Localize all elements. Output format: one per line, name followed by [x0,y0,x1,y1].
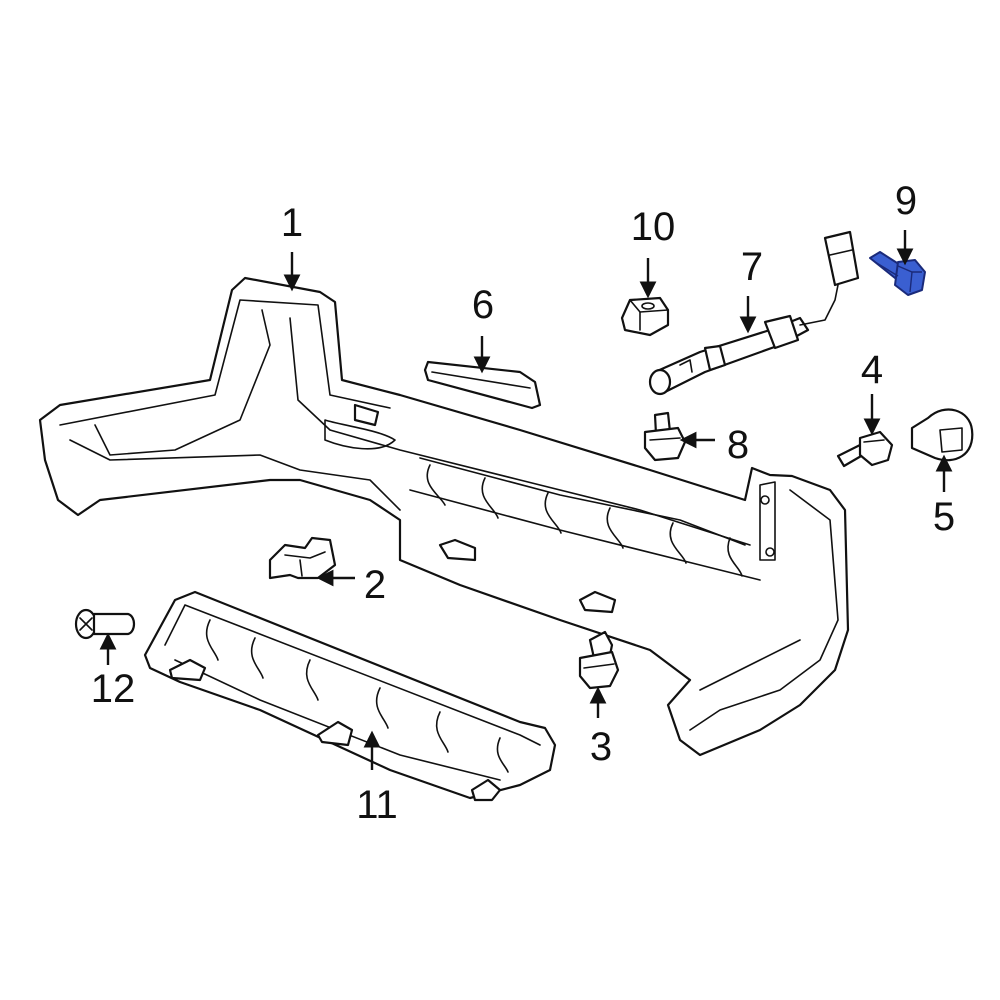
callout-3[interactable]: 3 [590,725,612,769]
clip-nut-part[interactable] [620,296,670,337]
callout-11[interactable]: 11 [356,783,398,827]
bumper-cover-part[interactable] [38,276,850,757]
lower-garnish-part[interactable] [143,590,557,802]
bracket-2-part[interactable] [268,536,337,580]
callout-9[interactable]: 9 [895,179,917,223]
reflector-part[interactable] [423,360,542,410]
cap-5-part[interactable] [910,408,974,462]
callout-12[interactable]: 12 [91,667,136,711]
screw-12-part[interactable] [74,608,136,640]
callout-1[interactable]: 1 [281,201,303,245]
callout-10[interactable]: 10 [631,205,676,249]
callout-6[interactable]: 6 [472,283,494,327]
flange-bolt-part-highlighted[interactable] [869,251,926,296]
push-clip-3-part[interactable] [578,630,620,690]
wiring-harness-part[interactable] [648,230,860,396]
bolt-4-part[interactable] [836,430,894,468]
callout-7[interactable]: 7 [741,245,763,289]
callout-8[interactable]: 8 [727,423,749,467]
push-clip-8-part[interactable] [643,411,687,462]
callout-4[interactable]: 4 [861,348,883,392]
callout-5[interactable]: 5 [933,495,955,539]
callout-2[interactable]: 2 [364,563,386,607]
